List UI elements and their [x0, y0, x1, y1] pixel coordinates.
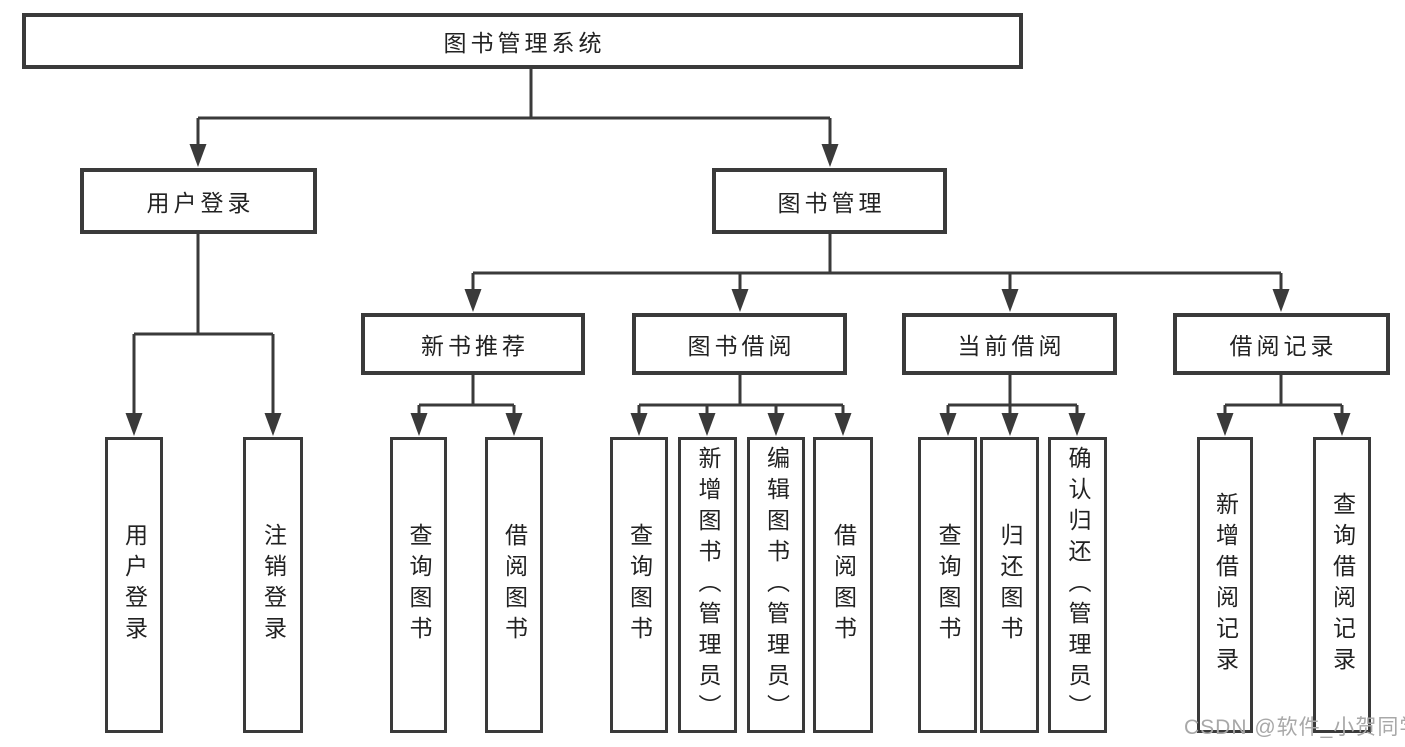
connector-new-book-recommend-to-leaves — [410, 375, 523, 436]
leaf-add-book-admin: 新增图书（管理员） — [678, 437, 737, 733]
csdn-watermark: CSDN @软件_小贺同学 — [1184, 716, 1405, 739]
leaf-query-books-current: 查询图书 — [918, 437, 977, 733]
leaf-query-books-recommend: 查询图书 — [390, 437, 447, 733]
connector-user-login-to-leaves — [125, 234, 282, 436]
node-current-borrow: 当前借阅 — [902, 313, 1117, 375]
connector-current-borrow-to-leaves — [939, 375, 1086, 436]
leaf-query-borrow-record: 查询借阅记录 — [1313, 437, 1371, 733]
leaf-borrow-books-borrow: 借阅图书 — [813, 437, 873, 733]
connector-book-management-to-level3 — [464, 234, 1290, 312]
leaf-logout: 注销登录 — [243, 437, 303, 733]
node-book-borrow: 图书借阅 — [632, 313, 847, 375]
node-root: 图书管理系统 — [22, 13, 1023, 69]
leaf-return-book: 归还图书 — [980, 437, 1039, 733]
leaf-add-borrow-record: 新增借阅记录 — [1197, 437, 1253, 733]
connector-root-to-level2 — [189, 69, 839, 167]
connector-borrow-records-to-leaves — [1216, 375, 1351, 436]
node-borrow-records: 借阅记录 — [1173, 313, 1390, 375]
leaf-borrow-books-recommend: 借阅图书 — [485, 437, 543, 733]
leaf-edit-book-admin: 编辑图书（管理员） — [747, 437, 805, 733]
node-user-login: 用户登录 — [80, 168, 317, 234]
leaf-user-login: 用户登录 — [105, 437, 163, 733]
connector-book-borrow-to-leaves — [630, 375, 852, 436]
node-new-book-recommend: 新书推荐 — [361, 313, 585, 375]
node-book-management: 图书管理 — [712, 168, 947, 234]
leaf-confirm-return-admin: 确认归还（管理员） — [1048, 437, 1107, 733]
leaf-query-books-borrow: 查询图书 — [610, 437, 668, 733]
